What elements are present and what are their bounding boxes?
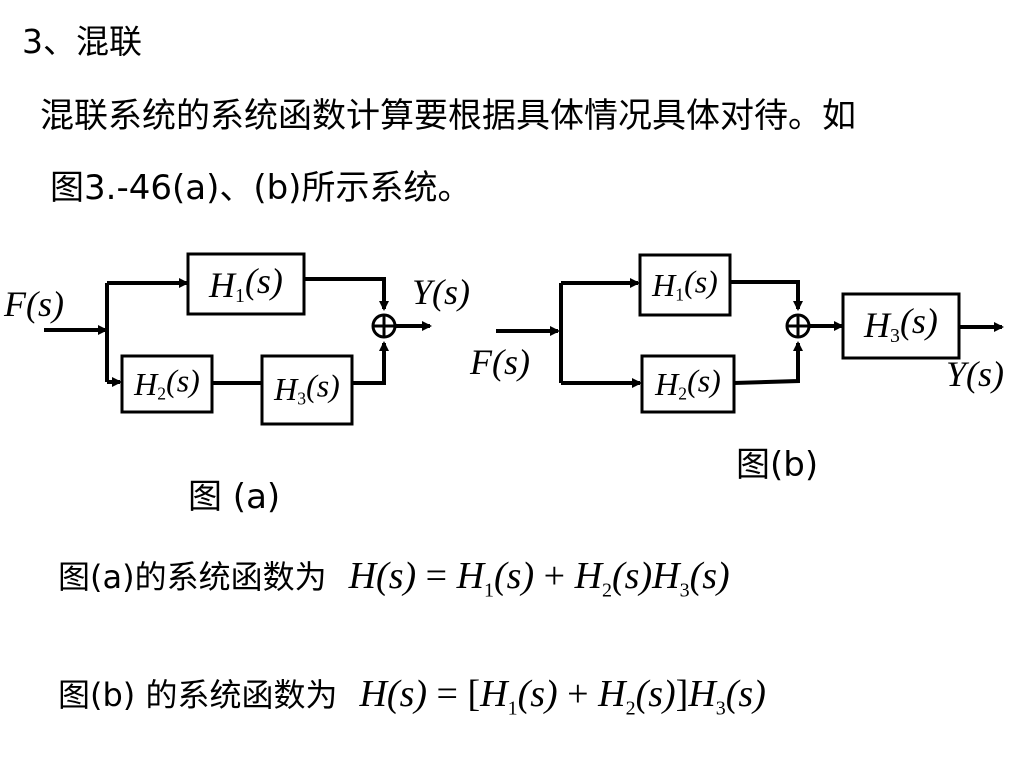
diagram-b-h2-block	[640, 354, 736, 414]
diagram-a-summing-junction	[371, 313, 397, 339]
diagram-b-input-label: F(s)	[469, 342, 530, 382]
diagram-a-input-label: F(s)	[3, 284, 64, 324]
diagram-a-caption: 图 (a)	[188, 477, 280, 517]
diagram-a-h2-block	[120, 354, 214, 414]
diagram-b-h1-block	[638, 253, 732, 317]
slide-heading: 3、混联	[22, 22, 142, 61]
diagram-b-output-label: Y(s)	[946, 354, 1004, 394]
formula-b-expression: H(s) = [H1(s) + H2(s)]H3(s)	[359, 673, 766, 720]
diagram-a-h3-to-sum	[352, 341, 389, 385]
diagram-b-h3-block	[841, 292, 961, 360]
diagram-b-h2-label: H2(s)	[654, 362, 721, 403]
diagram-a-h2-label: H2(s)	[133, 362, 200, 403]
diagram-b-h2-to-sum	[733, 341, 803, 385]
diagram-b-h3-label: H3(s)	[863, 301, 938, 347]
diagram-a-h1-label: H1(s)	[208, 261, 283, 307]
diagram-b-h1-to-sum	[730, 280, 803, 311]
diagram-a-h1-to-sum	[304, 277, 389, 311]
diagram-a-h3-label: H3(s)	[273, 367, 340, 408]
formula-a-expression: H(s) = H1(s) + H2(s)H3(s)	[348, 555, 730, 602]
diagram-a-output-label: Y(s)	[412, 272, 470, 312]
formula-a-label: 图(a)的系统函数为	[58, 558, 327, 596]
diagram-b-h1-label: H1(s)	[651, 263, 718, 304]
intro-text-line-2: 图3.-46(a)、(b)所示系统。	[50, 168, 472, 208]
formula-b: 图(b) 的系统函数为 H(s) = [H1(s) + H2(s)]H3(s)	[58, 670, 766, 721]
diagram-a-h3-block	[260, 354, 354, 426]
diagram-a-h1-block	[186, 252, 306, 316]
diagram-b: F(s) H1(s) H2(s) H3(s) Y(s) 图(b)	[469, 253, 1004, 485]
diagram-b-caption: 图(b)	[736, 445, 818, 485]
formula-a: 图(a)的系统函数为 H(s) = H1(s) + H2(s)H3(s)	[58, 552, 730, 603]
diagram-b-summing-junction	[785, 313, 811, 339]
formula-b-label: 图(b) 的系统函数为	[58, 676, 338, 714]
intro-text-line-1: 混联系统的系统函数计算要根据具体情况具体对待。如	[40, 96, 856, 136]
diagram-a: F(s) H1(s) H2(s) H3(s) Y(s) 图 (a)	[3, 252, 470, 517]
